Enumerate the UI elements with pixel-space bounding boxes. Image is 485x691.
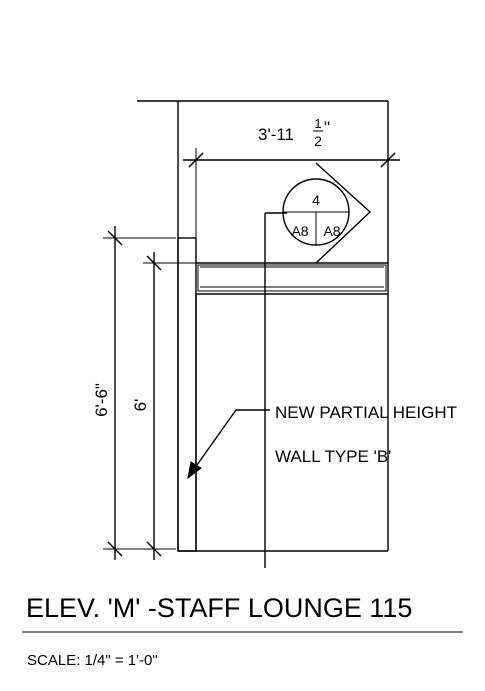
section-cut-line bbox=[264, 212, 287, 568]
section-number: 4 bbox=[312, 192, 320, 208]
section-sheet-right: A8 bbox=[323, 223, 340, 239]
width-dimension-value: 3'-11 bbox=[258, 125, 294, 144]
partial-height-wall bbox=[177, 237, 388, 552]
wall-note-line-1: NEW PARTIAL HEIGHT bbox=[275, 403, 457, 422]
inner-height-dimension-value: 6' bbox=[131, 399, 150, 412]
room-outline bbox=[137, 100, 389, 552]
width-dimension-fraction-denominator: 2 bbox=[314, 133, 322, 149]
width-dimension: 3'-11 1 2 " bbox=[183, 116, 400, 262]
inner-height-dimension: 6' bbox=[131, 252, 196, 560]
outer-height-dimension-value: 6'-6" bbox=[92, 383, 111, 417]
drawing-scale: SCALE: 1/4" = 1'-0" bbox=[27, 652, 158, 669]
note-leader bbox=[187, 409, 270, 480]
width-dimension-fraction-numerator: 1 bbox=[314, 116, 321, 131]
drawing-title: ELEV. 'M' -STAFF LOUNGE 115 bbox=[26, 593, 412, 623]
width-dimension-inch-mark: " bbox=[324, 118, 330, 137]
section-marker: 4 A8 A8 bbox=[282, 162, 372, 264]
section-sheet-left: A8 bbox=[291, 223, 308, 239]
wall-note-line-2: WALL TYPE 'B' bbox=[275, 447, 391, 466]
outer-height-dimension: 6'-6" bbox=[92, 226, 176, 560]
